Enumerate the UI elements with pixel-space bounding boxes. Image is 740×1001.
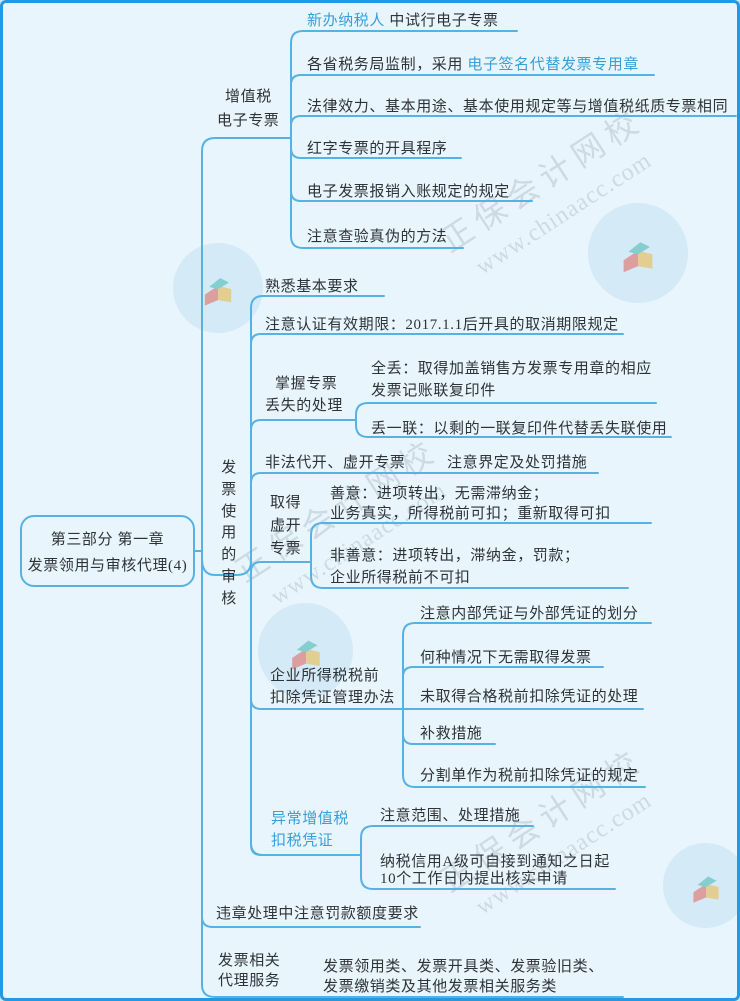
logo-watermark-book-icon [588, 203, 688, 303]
topic-violation-fine-limits[interactable]: 违章处理中注意罚款额度要求 [216, 906, 419, 922]
topic-invoice-agency-line1[interactable]: 发票相关 [218, 953, 281, 969]
logo-watermark-book-icon [173, 243, 263, 333]
link-text[interactable]: 电子签名代替发票专用章 [467, 57, 639, 73]
logo-watermark-book-icon [663, 843, 737, 928]
leaf-one-copy-lost[interactable]: 丢一联：以剩的一联复印件代替丢失联使用 [371, 421, 668, 437]
subtopic-e-invoice-bookkeeping[interactable]: 电子发票报销入账规定的规定 [307, 184, 510, 200]
leaf-no-invoice-needed[interactable]: 何种情况下无需取得发票 [420, 650, 592, 666]
leaf-definition-penalties[interactable]: 注意界定及处罚措施 [447, 455, 588, 471]
leaf-bad-faith-line1[interactable]: 非善意：进项转出，滞纳金，罚款； [330, 548, 580, 564]
leaf-scope-measures[interactable]: 注意范围、处理措施 [380, 808, 521, 824]
topic-vat-e-invoice-line1[interactable]: 增值税 [225, 89, 272, 105]
root-topic[interactable]: 第三部分 第一章 发票领用与审核代理(4) [20, 515, 195, 587]
leaf-split-voucher-rule[interactable]: 分割单作为税前扣除凭证的规定 [420, 768, 639, 784]
plain-text: 各省税务局监制，采用 [307, 57, 468, 73]
subtopic-falsely-issued-line2[interactable]: 虚开 [270, 518, 302, 534]
subtopic-certification-deadline[interactable]: 注意认证有效期限：2017.1.1后开具的取消期限规定 [265, 317, 619, 333]
leaf-agency-categories-line2[interactable]: 发票缴销类及其他发票相关服务类 [323, 979, 558, 995]
leaf-good-faith-line2[interactable]: 业务真实，所得税前可扣；重新取得可扣 [330, 506, 611, 522]
leaf-all-lost-line2[interactable]: 发票记账联复印件 [371, 383, 496, 399]
leaf-credit-a-verification-line2[interactable]: 10个工作日内提出核实申请 [380, 871, 568, 887]
subtopic-verify-authenticity[interactable]: 注意查验真伪的方法 [307, 229, 448, 245]
root-topic-line1: 第三部分 第一章 [50, 531, 165, 548]
subtopic-abnormal-vat-voucher-line1[interactable]: 异常增值税 [271, 811, 350, 827]
subtopic-pre-tax-deduction-line1[interactable]: 企业所得税税前 [270, 668, 380, 684]
subtopic-illegal-issuance[interactable]: 非法代开、虚开专票 [265, 455, 406, 471]
root-topic-line2: 发票领用与审核代理(4) [27, 557, 188, 574]
leaf-agency-categories-line1[interactable]: 发票领用类、发票开具类、发票验旧类、 [323, 959, 604, 975]
subtopic-new-taxpayer[interactable]: 新办纳税人 中试行电子专票 [307, 13, 499, 30]
leaf-good-faith-line1[interactable]: 善意：进项转出，无需滞纳金； [330, 486, 549, 502]
leaf-remedial-measures[interactable]: 补救措施 [420, 726, 483, 742]
subtopic-provincial-supervision[interactable]: 各省税务局监制，采用 电子签名代替发票专用章 [307, 57, 639, 74]
leaf-all-lost-line1[interactable]: 全丢：取得加盖销售方发票专用章的相应 [371, 361, 652, 377]
leaf-internal-external-vouchers[interactable]: 注意内部凭证与外部凭证的划分 [420, 606, 639, 622]
topic-invoice-agency-line2[interactable]: 代理服务 [218, 973, 281, 989]
subtopic-lost-invoice-line2[interactable]: 丢失的处理 [265, 398, 344, 414]
leaf-unqualified-voucher-handling[interactable]: 未取得合格税前扣除凭证的处理 [420, 689, 639, 705]
watermark: 正保会计网校 www.chinaacc.com [430, 736, 669, 930]
leaf-bad-faith-line2[interactable]: 企业所得税前不可扣 [330, 570, 471, 586]
subtopic-basic-requirements[interactable]: 熟悉基本要求 [265, 279, 359, 295]
link-text[interactable]: 新办纳税人 [307, 13, 386, 29]
subtopic-lost-invoice-line1[interactable]: 掌握专票 [275, 376, 338, 392]
subtopic-abnormal-vat-voucher-line2[interactable]: 扣税凭证 [271, 833, 334, 849]
plain-text: 中试行电子专票 [385, 13, 499, 29]
topic-vat-e-invoice-line2[interactable]: 电子专票 [217, 113, 280, 129]
subtopic-falsely-issued-line3[interactable]: 专票 [270, 541, 302, 557]
subtopic-legal-effect[interactable]: 法律效力、基本用途、基本使用规定等与增值税纸质专票相同 [307, 99, 729, 115]
subtopic-falsely-issued-line1[interactable]: 取得 [270, 495, 302, 511]
topic-invoice-use-audit[interactable]: 发票使用的审核 [221, 460, 237, 607]
watermark-text: 正保会计网校 [434, 101, 651, 260]
watermark-url: www.chinaacc.com [471, 147, 657, 281]
leaf-credit-a-verification-line1[interactable]: 纳税信用A级可自接到通知之日起 [380, 854, 610, 870]
subtopic-red-letter-procedure[interactable]: 红字专票的开具程序 [307, 141, 448, 157]
subtopic-pre-tax-deduction-line2[interactable]: 扣除凭证管理办法 [270, 690, 395, 706]
